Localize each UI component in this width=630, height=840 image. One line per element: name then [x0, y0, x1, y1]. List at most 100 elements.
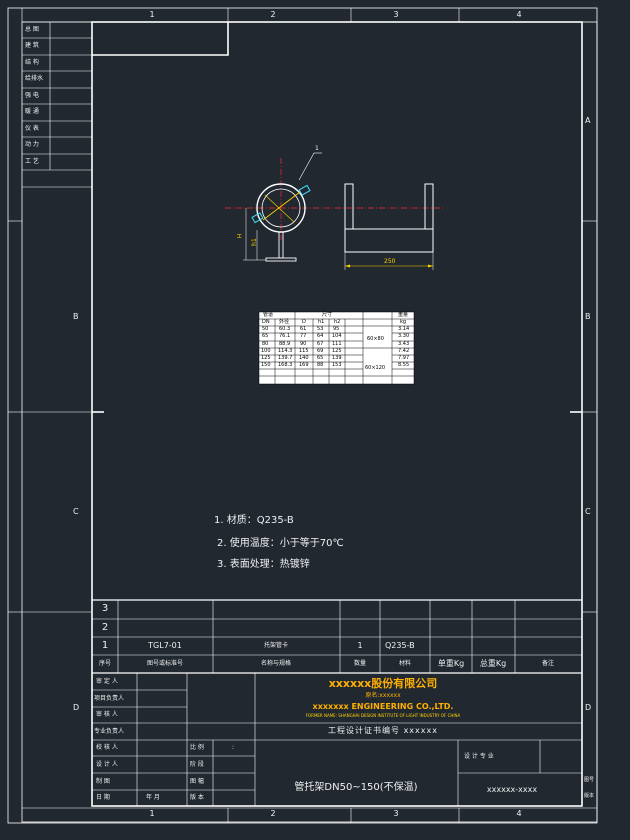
spec-table-grid — [258, 311, 415, 385]
dim-height-h1: h1 — [250, 238, 258, 246]
spec-section-60x80: 60×80 — [367, 336, 384, 342]
support-side-view — [335, 183, 445, 270]
grid-row-b-left: B — [73, 312, 79, 321]
spec-cell: 125 — [261, 355, 271, 361]
dim-height-h: H — [236, 233, 244, 239]
sig-project-lead: 项目负责人 — [94, 695, 125, 702]
bom-row1-material: Q235-B — [385, 641, 415, 650]
grid-row-d-right: D — [585, 703, 592, 712]
bom-header-code: 图号或标准号 — [146, 660, 184, 667]
spec-cell: 115 — [299, 348, 309, 354]
spec-col-d: D — [302, 319, 306, 325]
sig-discipline-lead: 专业负责人 — [94, 728, 125, 735]
grid-row-c-right: C — [585, 507, 591, 516]
sig-drafter: 制 图 — [96, 778, 110, 785]
spec-cell: 169 — [299, 362, 309, 368]
spec-cell: 60.3 — [279, 326, 291, 332]
spec-cell: 90 — [300, 341, 307, 347]
grid-col-2-bottom: 2 — [270, 809, 276, 818]
spec-cell: 125 — [332, 348, 342, 354]
spec-col-dn: DN — [262, 319, 270, 325]
grid-col-4: 4 — [516, 10, 522, 19]
note-temperature: 2. 使用温度：小于等于70℃ — [217, 538, 344, 549]
dim-width-250: 250 — [384, 258, 396, 265]
grid-row-d-left: D — [73, 703, 80, 712]
grid-col-3: 3 — [393, 10, 399, 19]
sig-approver: 审 定 人 — [96, 678, 118, 685]
label-stage: 阶 段 — [190, 761, 204, 768]
side-note-drawing-no: 图号 — [584, 777, 595, 783]
spec-cell: 150 — [261, 362, 271, 368]
spec-col-h2: h2 — [334, 319, 341, 325]
spec-cell: 95 — [333, 326, 340, 332]
part-callout-label: 1 — [315, 145, 319, 152]
title-block-grid — [92, 673, 582, 806]
bom-header-no: 序号 — [98, 660, 112, 667]
support-front-view — [225, 152, 335, 262]
spec-cell: 3.30 — [398, 333, 410, 339]
design-major-label: 设 计 专 业 — [464, 753, 494, 760]
bom-header-qty: 数量 — [353, 660, 367, 667]
drawing-number: xxxxxx-xxxx — [486, 785, 538, 794]
bom-header-remark: 备注 — [541, 660, 555, 667]
spec-cell: 80 — [262, 341, 269, 347]
label-sheet-size: 图 幅 — [190, 778, 204, 785]
spec-col-od: 外径 — [279, 319, 290, 325]
spec-cell: 69 — [317, 348, 324, 354]
bom-header-name: 名称与规格 — [260, 660, 292, 667]
bom-row1-name: 托架管卡 — [263, 642, 289, 649]
spec-cell: 61 — [300, 326, 307, 332]
grid-col-2: 2 — [270, 10, 276, 19]
discipline-structure: 结 构 — [25, 59, 39, 66]
side-note-version: 版本 — [584, 793, 595, 799]
bom-row2-no: 2 — [101, 622, 109, 633]
sig-designer: 设 计 人 — [96, 761, 118, 768]
spec-cell: 65 — [317, 355, 324, 361]
discipline-plumbing: 给排水 — [25, 75, 44, 82]
spec-cell: 50 — [262, 326, 269, 332]
bom-grid — [92, 599, 582, 674]
company-former-en: FORMER NAME: SHANGHAI DESIGN INSTITUTE O… — [305, 713, 461, 718]
discipline-architecture: 建 筑 — [25, 42, 39, 49]
grid-col-1-bottom: 1 — [149, 809, 155, 818]
spec-header-pipe: 管道 — [263, 312, 274, 318]
spec-cell: 77 — [300, 333, 307, 339]
bom-header-total-weight: 总重Kg — [479, 659, 507, 668]
grid-row-c-left: C — [73, 507, 79, 516]
note-material: 1. 材质：Q235-B — [214, 515, 294, 526]
company-former-name: 原名:xxxxxx — [365, 692, 401, 699]
bom-row3-no: 3 — [101, 603, 109, 614]
scale-colon: : — [232, 744, 235, 751]
spec-cell: 140 — [299, 355, 309, 361]
grid-row-b-right: B — [585, 312, 591, 321]
spec-cell: 67 — [317, 341, 324, 347]
spec-section-60x120: 60×120 — [365, 365, 386, 371]
discipline-instrument: 仪 表 — [25, 125, 39, 132]
grid-col-3-bottom: 3 — [393, 809, 399, 818]
bom-row1-qty: 1 — [357, 641, 363, 650]
spec-cell: 8.55 — [398, 362, 410, 368]
grid-col-4-bottom: 4 — [516, 809, 522, 818]
grid-col-1: 1 — [149, 10, 155, 19]
spec-cell: 64 — [317, 333, 324, 339]
spec-cell: 53 — [317, 326, 324, 332]
spec-cell: 104 — [332, 333, 342, 339]
bom-header-material: 材料 — [398, 660, 412, 667]
drawing-title: 管托架DN50~150(不保温) — [294, 782, 418, 793]
spec-cell: 153 — [332, 362, 342, 368]
spec-cell: 76.1 — [279, 333, 291, 339]
spec-cell: 88.9 — [279, 341, 291, 347]
sig-reviewer: 审 核 人 — [96, 711, 118, 718]
sig-date: 日 期 — [96, 794, 110, 801]
spec-cell: 139 — [332, 355, 342, 361]
sig-checker: 校 核 人 — [96, 744, 118, 751]
discipline-power: 动 力 — [25, 141, 39, 148]
spec-cell: 3.14 — [398, 326, 410, 332]
spec-header-weight: 重量 — [398, 312, 409, 318]
spec-cell: 139.7 — [278, 355, 293, 361]
discipline-process: 工 艺 — [25, 158, 39, 165]
spec-col-h1: h1 — [318, 319, 325, 325]
company-name-cn: xxxxxx股份有限公司 — [328, 677, 438, 690]
bom-row1-no: 1 — [101, 640, 109, 651]
